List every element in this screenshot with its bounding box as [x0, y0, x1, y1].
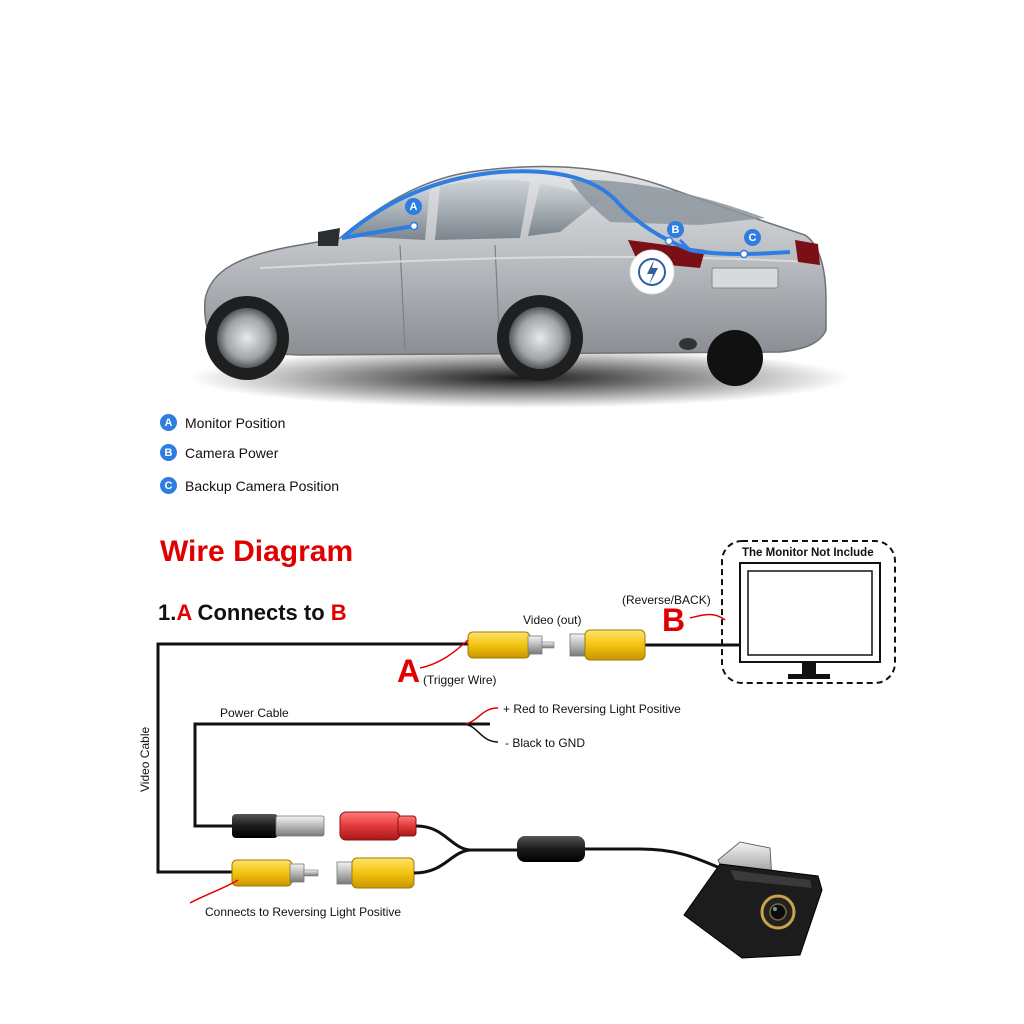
legend-badge-a: A — [160, 414, 177, 431]
legend-label-a: Monitor Position — [185, 414, 286, 431]
monitor-stand-neck — [802, 662, 816, 676]
car-marker-c: C — [744, 229, 761, 246]
black-lead-line — [461, 723, 499, 743]
car-marker-a: A — [405, 198, 422, 215]
car-rear-windshield — [570, 179, 765, 225]
dc-plug-black — [232, 814, 325, 838]
backup-camera — [683, 841, 823, 959]
camera-cable — [585, 847, 721, 870]
camera-lens — [769, 903, 787, 921]
car-tail-light-right — [795, 240, 820, 265]
rca-female-connector-camera — [336, 857, 415, 889]
monitor-dashed-box — [721, 540, 896, 684]
trigger-wire-label: (Trigger Wire) — [423, 673, 497, 687]
car-illustration — [190, 165, 850, 408]
car-wiring-camera-branch — [678, 238, 692, 252]
car-wiring-monitor-branch — [341, 224, 415, 240]
car-window-middle — [435, 179, 530, 240]
car-marker-b: B — [667, 221, 684, 238]
car-door-line-front — [399, 244, 406, 351]
video-cable-line — [156, 642, 468, 874]
legend-badge-b: B — [160, 444, 177, 461]
car-exhaust-pipe — [679, 338, 697, 350]
subtitle-a: A — [176, 600, 192, 625]
power-cable-label: Power Cable — [220, 706, 289, 720]
car-side-mirror — [318, 228, 340, 246]
car-license-plate — [711, 267, 779, 289]
car-shoulder-line — [259, 255, 809, 269]
rca-male-connector-video — [467, 631, 555, 659]
car-window-rear — [528, 184, 600, 236]
marker-b-dot — [664, 236, 674, 246]
legend-item-b: B Camera Power — [160, 444, 278, 461]
red-positive-label: + Red to Reversing Light Positive — [503, 702, 681, 716]
monitor-stand-base — [788, 674, 830, 679]
legend-item-c: C Backup Camera Position — [160, 477, 339, 494]
red-lead-line — [461, 707, 499, 725]
car-wiring-route — [340, 169, 791, 256]
car-shadow — [190, 348, 850, 408]
subtitle-middle: Connects to — [191, 600, 331, 625]
monitor-screen — [747, 570, 873, 656]
car-rim-rear — [509, 307, 571, 369]
marker-c-dot — [739, 249, 749, 259]
marker-a-dot — [409, 221, 419, 231]
legend-badge-c: C — [160, 477, 177, 494]
dc-socket-red — [339, 811, 417, 841]
reverse-back-label: (Reverse/BACK) — [622, 593, 711, 607]
reversing-pointer-line — [189, 879, 239, 904]
legend-label-b: Camera Power — [185, 444, 279, 461]
trigger-wire-line — [419, 639, 469, 669]
power-icon-ring — [638, 258, 666, 286]
connects-subtitle: 1.A Connects to B — [158, 600, 347, 626]
legend-item-a: A Monitor Position — [160, 414, 285, 431]
rca-male-connector-trigger — [231, 859, 319, 887]
b-letter: B — [662, 602, 686, 638]
lightning-icon — [647, 260, 658, 285]
video-cable-label: Video Cable — [138, 726, 152, 792]
rca-female-connector-video — [569, 629, 646, 661]
camera-merge-cables — [413, 824, 520, 875]
black-gnd-label: - Black to GND — [505, 736, 586, 750]
car-rim-front — [217, 308, 277, 368]
power-cable-line — [193, 722, 490, 828]
inline-filter-box — [517, 836, 585, 862]
connects-reversing-label: Connects to Reversing Light Positive — [205, 905, 402, 919]
legend-label-c: Backup Camera Position — [185, 477, 340, 494]
monitor-not-included-label: The Monitor Not Include — [742, 547, 874, 559]
video-out-label: Video (out) — [523, 613, 582, 627]
reverse-back-pointer — [689, 613, 726, 621]
car-wheel-far — [707, 330, 763, 386]
subtitle-b: B — [330, 600, 347, 625]
a-letter: A — [397, 653, 421, 689]
wire-diagram-title: Wire Diagram — [160, 535, 354, 568]
subtitle-prefix: 1. — [158, 600, 177, 625]
